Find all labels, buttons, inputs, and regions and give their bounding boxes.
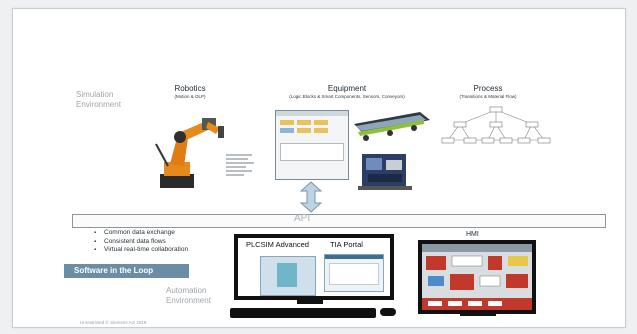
api-label: API <box>294 213 311 224</box>
robotics-subtitle: (Motion & OLP) <box>174 94 206 99</box>
api-bar <box>72 214 606 228</box>
tia-portal-window <box>324 254 384 292</box>
process-flow-diagram <box>441 106 551 144</box>
equipment-title: Equipment <box>327 84 367 93</box>
robotics-title: Robotics <box>174 84 206 93</box>
data-exchange-double-arrow <box>300 181 322 213</box>
conveyor-illustration <box>354 112 430 141</box>
plcsim-label: PLCSIM Advanced <box>246 240 309 249</box>
machine-equipment-illustration <box>358 154 412 190</box>
plcsim-window <box>260 256 316 296</box>
equipment-logic-window <box>275 110 349 180</box>
engineering-monitor: PLCSIM Advanced TIA Portal <box>234 234 394 300</box>
industrial-robot-illustration <box>155 118 254 188</box>
benefit-item: Common data exchange <box>94 229 188 238</box>
mouse <box>380 308 396 316</box>
hmi-label: HMI <box>466 231 479 238</box>
hmi-monitor <box>418 240 536 314</box>
software-in-the-loop-banner: Software in the Loop <box>64 264 189 278</box>
hmi-stand <box>460 310 496 316</box>
process-title: Process <box>473 84 503 93</box>
process-subtitle: (Transitions & Material Flow) <box>459 94 517 99</box>
equipment-subtitle: (Logic Blocks & Smart Components, Sensor… <box>289 94 405 99</box>
benefit-item: Virtual real-time collaboration <box>94 246 188 255</box>
monitor-stand <box>297 296 323 304</box>
hmi-screen-content <box>422 244 532 310</box>
simulation-environment-label: Simulation Environment <box>76 90 121 109</box>
tia-portal-label: TIA Portal <box>330 240 363 249</box>
automation-environment-label: Automation Environment <box>166 286 211 305</box>
copyright-footnote: Unrestricted © Siemens AG 2019 <box>80 320 147 325</box>
benefit-item: Consistent data flows <box>94 238 188 247</box>
benefits-list: Common data exchange Consistent data flo… <box>94 229 188 255</box>
keyboard <box>230 308 376 318</box>
